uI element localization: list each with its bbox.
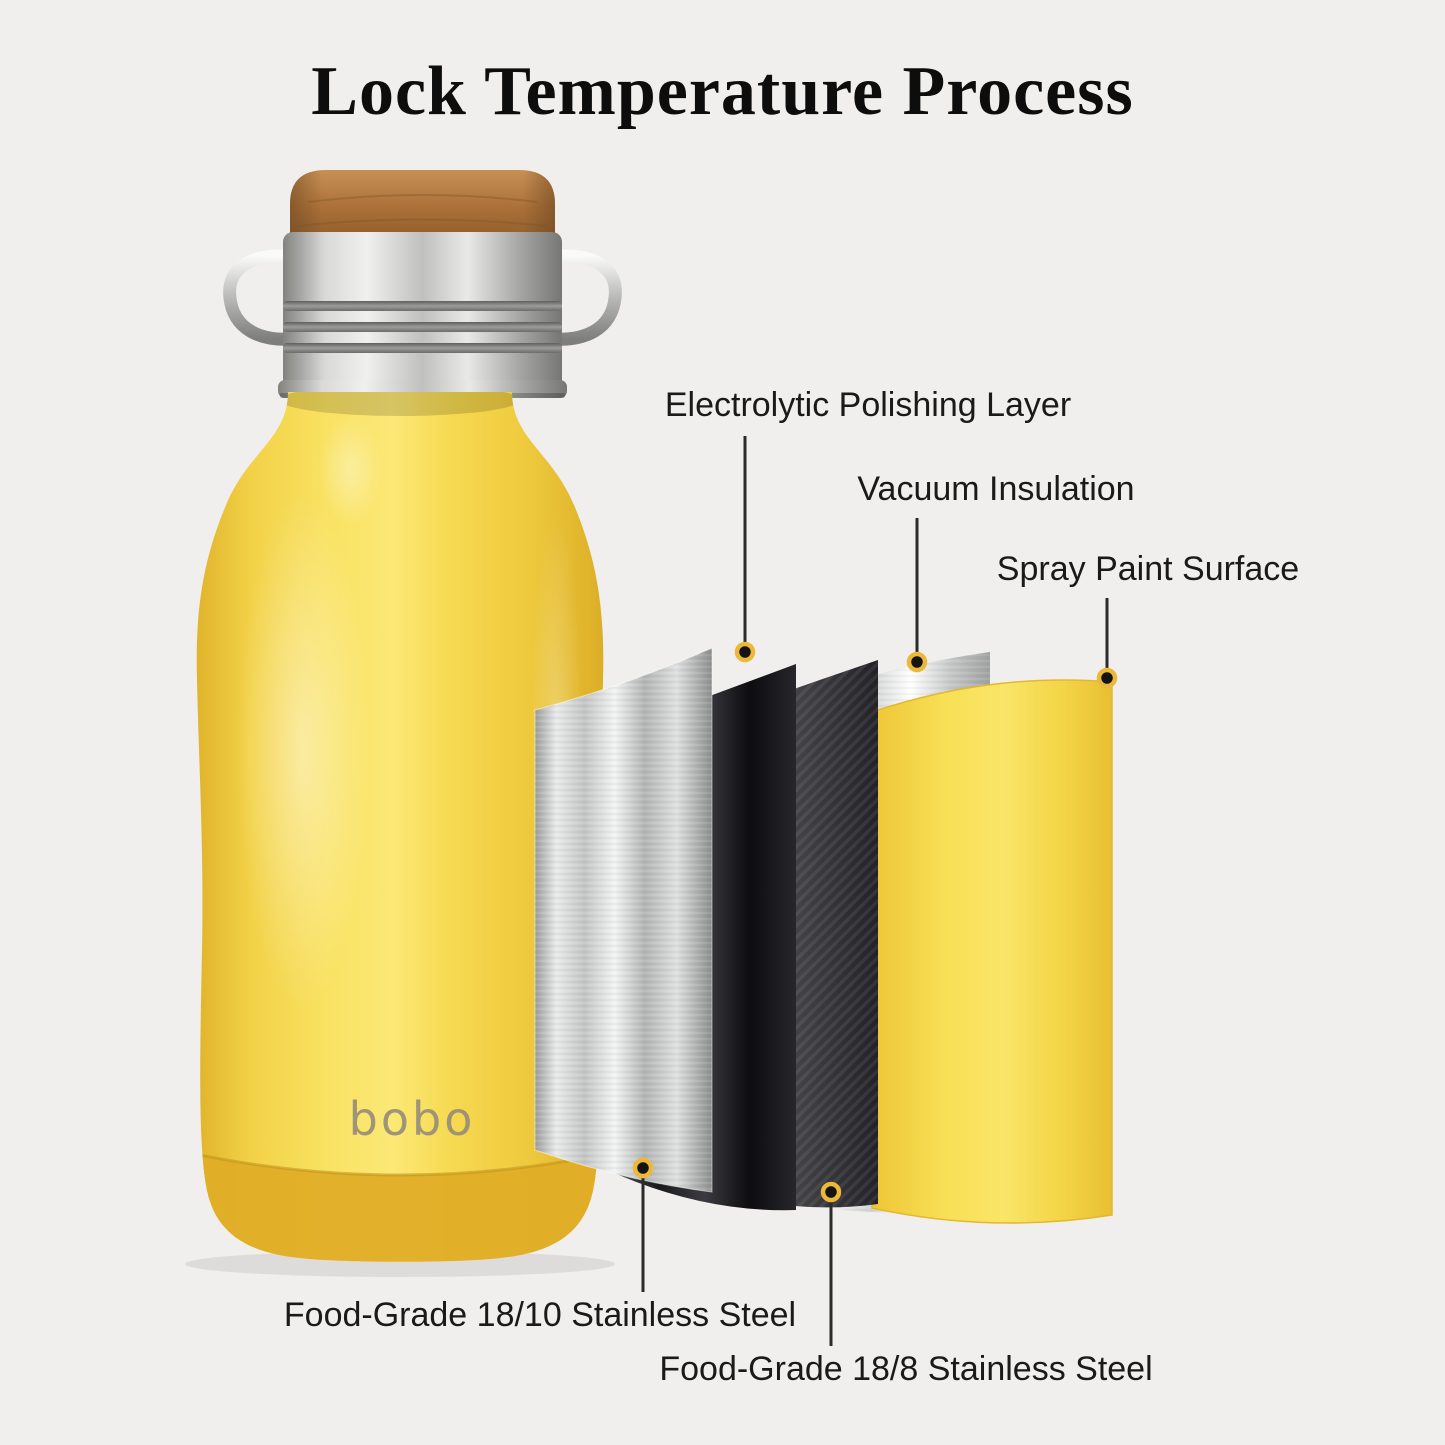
layer-sheet-spray-paint bbox=[871, 679, 1113, 1224]
callout-marker-steel-18-8-icon bbox=[820, 1181, 842, 1203]
steel-cap-ridge bbox=[283, 343, 562, 353]
page-title: Lock Temperature Process bbox=[311, 53, 1134, 130]
wood-cap-shading bbox=[290, 170, 555, 246]
cap-handle-left bbox=[223, 249, 309, 346]
steel-cap-ridge bbox=[283, 301, 562, 311]
body-highlight bbox=[237, 490, 369, 1010]
steel-cap-ridge bbox=[283, 322, 562, 332]
brand-logo: bobo bbox=[348, 1092, 476, 1146]
steel-cap bbox=[283, 232, 562, 397]
bottle-illustration bbox=[185, 170, 622, 1277]
callout-label-food-grade-18-8: Food-Grade 18/8 Stainless Steel bbox=[659, 1350, 1153, 1388]
callout-label-food-grade-18-10: Food-Grade 18/10 Stainless Steel bbox=[283, 1296, 797, 1334]
callout-label-vacuum-insulation: Vacuum Insulation bbox=[857, 470, 1135, 508]
bottle-shadow bbox=[185, 1251, 615, 1277]
callout-marker-vacuum-icon bbox=[906, 651, 928, 673]
callout-marker-electrolytic-icon bbox=[734, 641, 756, 663]
layer-sheet-polished-stainless-texture bbox=[535, 648, 712, 1192]
bottle-base-band bbox=[196, 1152, 604, 1262]
neck-shadow bbox=[280, 392, 520, 416]
callout-marker-spray-icon bbox=[1096, 667, 1118, 689]
wood-grain-line bbox=[297, 218, 548, 227]
neck-highlight bbox=[318, 415, 382, 525]
callout-connectors bbox=[641, 436, 1109, 1346]
wood-grain-line bbox=[307, 194, 538, 203]
cap-handle-right bbox=[536, 249, 622, 346]
bottle-base-crease bbox=[196, 1150, 604, 1177]
callout-label-electrolytic-polishing-layer: Electrolytic Polishing Layer bbox=[664, 386, 1072, 424]
layer-stack bbox=[534, 647, 1113, 1224]
callout-marker-steel-18-10-icon bbox=[632, 1157, 654, 1179]
callout-label-spray-paint-surface: Spray Paint Surface bbox=[996, 550, 1300, 588]
callout-markers bbox=[632, 641, 1118, 1203]
